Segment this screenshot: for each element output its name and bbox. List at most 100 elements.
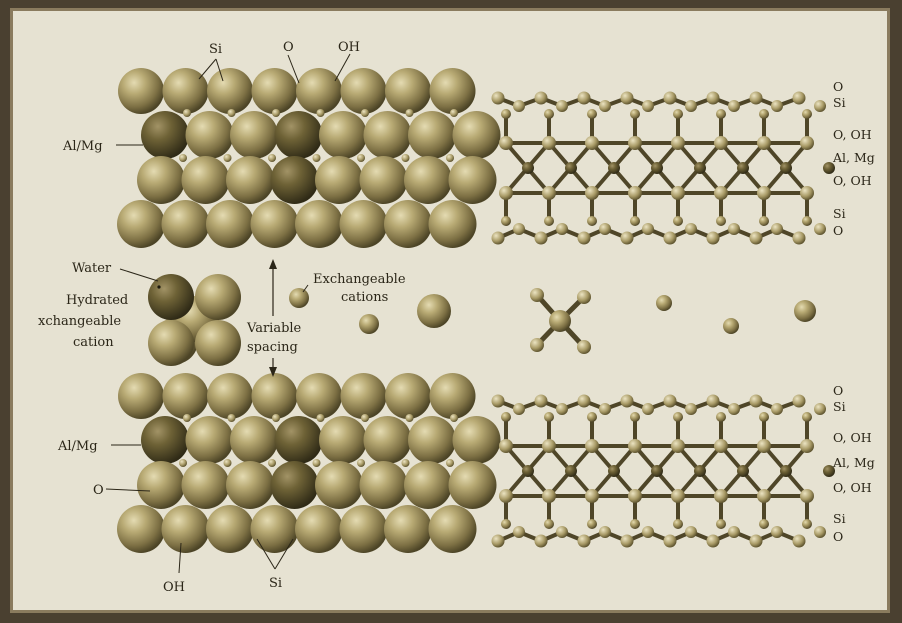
al-mg-atom (737, 162, 749, 174)
small-atom (406, 414, 414, 422)
space-filling-atom (226, 156, 274, 204)
space-filling-atom (315, 461, 363, 509)
right-layer-label: O, OH (833, 480, 872, 495)
oxygen-atom (642, 223, 654, 235)
o-oh-atom (714, 439, 728, 453)
space-filling-atom (271, 156, 319, 204)
small-atom (224, 459, 232, 467)
oxygen-atom (556, 403, 568, 415)
oxygen-atom (513, 100, 525, 112)
si-label-top: Si (209, 42, 222, 57)
al-mg-atom (522, 465, 534, 477)
right-layer-label: O (833, 383, 843, 398)
oxygen-atom (707, 232, 720, 245)
o-oh-atom (671, 489, 685, 503)
oxygen-atom (599, 100, 611, 112)
variable-spacing-label-line2: spacing (247, 340, 298, 355)
space-filling-atom (118, 373, 164, 419)
o-oh-atom (714, 136, 728, 150)
silicon-atom (673, 412, 683, 422)
small-atom (317, 109, 325, 117)
oxygen-atom (492, 92, 505, 105)
oxygen-atom (728, 100, 740, 112)
o-label-top: O (283, 40, 294, 55)
oxygen-atom (642, 403, 654, 415)
o-oh-atom (800, 489, 814, 503)
right-layer-label: Si (833, 95, 846, 110)
upper-clay-sheet-space-filling (117, 68, 501, 248)
small-atom (228, 414, 236, 422)
o-oh-atom (800, 186, 814, 200)
space-filling-atom (206, 200, 254, 248)
space-filling-atom (404, 461, 452, 509)
right-layer-label: Al, Mg (832, 150, 875, 165)
silicon-atom (759, 519, 769, 529)
small-atom (450, 414, 458, 422)
al-mg-atom (565, 465, 577, 477)
oxygen-atom (793, 395, 806, 408)
variable-spacing-arrow (269, 259, 277, 377)
hydrated-cation-label-line1: Hydrated (66, 293, 128, 308)
right-layer-label: Si (833, 206, 846, 221)
lower-clay-sheet-space-filling (117, 373, 501, 553)
space-filling-atom (186, 111, 234, 159)
oxygen-atom (793, 92, 806, 105)
oxygen-atom (578, 92, 591, 105)
small-atom (183, 109, 191, 117)
oxygen-atom (535, 92, 548, 105)
oxygen-atom (771, 403, 783, 415)
o-oh-atom (585, 439, 599, 453)
oxygen-atom (685, 526, 697, 538)
oxygen-atom (599, 403, 611, 415)
oxygen-atom (642, 526, 654, 538)
space-filling-atom (341, 373, 387, 419)
space-filling-atom (296, 68, 342, 114)
al-mg-atom (780, 162, 792, 174)
space-filling-atom (141, 416, 189, 464)
space-filling-atom (137, 461, 185, 509)
o-oh-atom (585, 136, 599, 150)
o-oh-atom (585, 489, 599, 503)
space-filling-atom (275, 416, 323, 464)
oxygen-atom (793, 535, 806, 548)
al-mg-atom (565, 162, 577, 174)
o-oh-atom (628, 489, 642, 503)
oxygen-atom (814, 100, 826, 112)
o-oh-atom (800, 439, 814, 453)
oxygen-atom (621, 232, 634, 245)
small-atom (272, 109, 280, 117)
al-mg-atom (694, 465, 706, 477)
oxygen-atom (599, 526, 611, 538)
small-atom (183, 414, 191, 422)
space-filling-atom (162, 200, 210, 248)
o-oh-atom (671, 439, 685, 453)
space-filling-atom (384, 200, 432, 248)
small-atom (446, 459, 454, 467)
space-filling-atom (271, 461, 319, 509)
space-filling-atom (295, 200, 343, 248)
space-filling-atom (341, 68, 387, 114)
oxygen-atom (771, 223, 783, 235)
oxygen-atom (664, 232, 677, 245)
exchangeable-cations-right (656, 295, 816, 334)
oxygen-atom (707, 535, 720, 548)
space-filling-atom (296, 373, 342, 419)
space-filling-atom (207, 68, 253, 114)
o-oh-atom (671, 136, 685, 150)
silicon-atom (544, 519, 554, 529)
oxygen-atom (599, 223, 611, 235)
o-oh-atom (499, 186, 513, 200)
space-filling-atom (430, 68, 476, 114)
oxygen-atom (556, 526, 568, 538)
o-oh-atom (628, 439, 642, 453)
o-oh-atom (542, 136, 556, 150)
silicon-atom (544, 216, 554, 226)
al-mg-atom (608, 465, 620, 477)
silicon-atom (802, 412, 812, 422)
space-filling-atom (251, 200, 299, 248)
al-mg-atom (608, 162, 620, 174)
oxygen-atom (556, 100, 568, 112)
lower-clay-sheet-ball-and-stick (492, 395, 836, 548)
oxygen-atom (793, 232, 806, 245)
silicon-atom (587, 412, 597, 422)
